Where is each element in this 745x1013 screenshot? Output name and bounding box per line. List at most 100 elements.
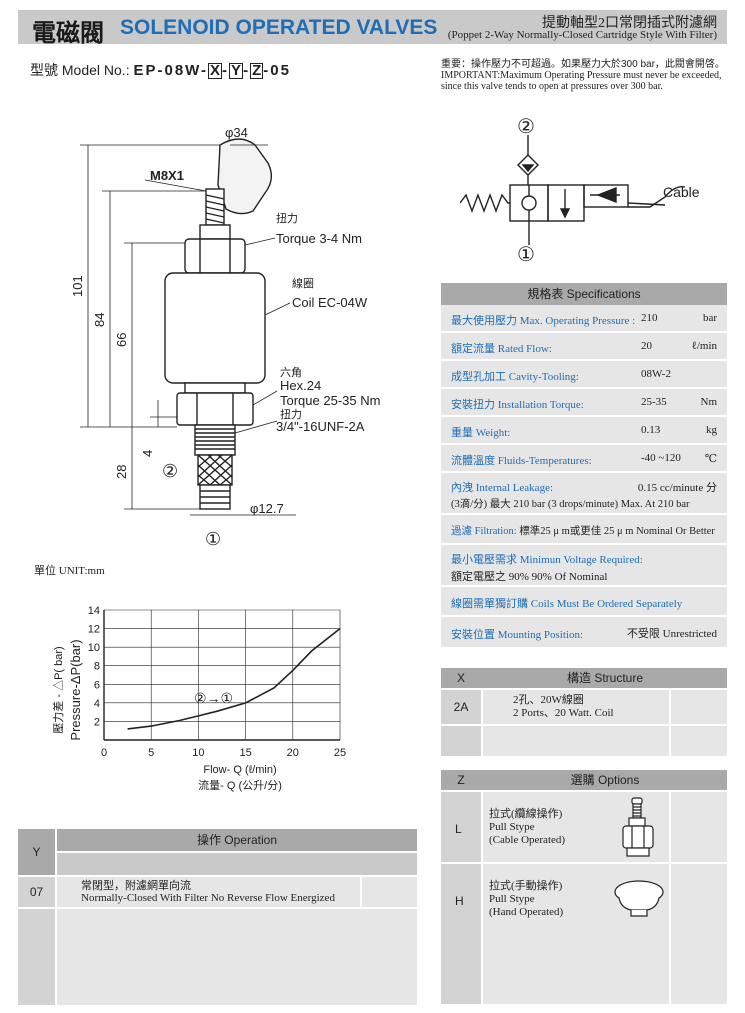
model-dash: -: [222, 62, 230, 79]
spec-row-unit: kg: [706, 424, 717, 436]
voltage-label: 最小電壓需求 Minimun Voltage Required:: [451, 554, 643, 566]
model-code: EP-08W-X-Y-Z-05: [133, 62, 290, 79]
valve-drawing: φ34 M8X1 扭力 Torque 3-4 Nm 線圈 Coil EC-04W…: [70, 125, 380, 549]
spec-row-coils: 線圈需單獨訂購 Coils Must Be Ordered Separately: [441, 587, 727, 617]
dim-84: 84: [92, 313, 107, 327]
important-en-1: IMPORTANT:Maximum Operating Pressure mus…: [441, 70, 722, 81]
options-code-col: [441, 792, 481, 1004]
spec-row-unit: ℓ/min: [691, 340, 717, 352]
chart-y-tick: 10: [88, 642, 100, 654]
dim-dia127: φ12.7: [250, 501, 284, 516]
torque-label: Torque 3-4 Nm: [276, 231, 362, 246]
chart-y-tick: 4: [94, 698, 100, 710]
option-l-en1: Pull Stype: [489, 821, 535, 833]
option-l-en2: (Cable Operated): [489, 834, 566, 846]
chart-x-label-cn: 流量- Q (公升/分): [198, 778, 282, 792]
operation-row: 07 常閉型，附濾網單向流 Normally-Closed With Filte…: [18, 877, 417, 907]
dim-4: 4: [140, 450, 155, 457]
model-dash: -: [243, 62, 251, 79]
option-l-cn: 拉式(纜線操作): [489, 808, 563, 820]
spec-row-label: 流體溫度 Fluids-Temperatures:: [451, 455, 592, 467]
chart-y-label: Pressure-ΔP(bar): [68, 639, 83, 740]
structure-desc: 2孔、20W線圈 2 Ports、20 Watt. Coil: [483, 690, 669, 724]
spec-row-unit: bar: [702, 312, 717, 324]
filtration-value: 標準25 μ m或更佳 25 μ m Nominal Or Better: [519, 526, 715, 537]
options-header: Z 選購 Options: [441, 770, 727, 790]
operation-col-title: 操作 Operation: [57, 829, 417, 851]
spec-row-value: 08W-2: [641, 368, 671, 380]
operation-code: 07: [18, 877, 55, 907]
spec-row-leakage: 內洩 Internal Leakage: 0.15 cc/minute 分 (3…: [441, 473, 727, 515]
options-col-z: Z: [457, 773, 465, 787]
options-blank-col: [671, 792, 727, 1004]
spec-row-voltage: 最小電壓需求 Minimun Voltage Required: 額定電壓之 9…: [441, 545, 727, 587]
chart-x-label: Flow- Q (ℓ/min): [203, 764, 276, 776]
thread-label: 3/4"-16UNF-2A: [276, 419, 365, 434]
spec-row-value: 210: [641, 312, 658, 324]
model-x: X: [208, 62, 223, 79]
operation-line-cn: 常閉型，附濾網單向流: [81, 880, 191, 892]
spec-row-value: 25-35: [641, 396, 667, 408]
hand-operated-icon: [614, 880, 664, 917]
hex-cn: 六角: [280, 366, 302, 379]
dim-101: 101: [70, 275, 85, 297]
option-h-code: H: [455, 894, 464, 908]
chart-y-tick: 2: [94, 716, 100, 728]
model-prefix: EP-08W-: [133, 62, 209, 79]
spec-row-label: 重量 Weight:: [451, 427, 511, 439]
option-h-en1: Pull Stype: [489, 893, 535, 905]
symbol-port-2: ②: [517, 116, 535, 138]
option-h-cn: 拉式(手動操作): [489, 880, 563, 892]
chart-flow-label: ②→①: [194, 690, 233, 706]
structure-col-title: 構造 Structure: [566, 671, 644, 685]
torque2-label: Torque 25-35 Nm: [280, 393, 380, 408]
dim-m8: M8X1: [150, 168, 184, 183]
coil-cn: 線圈: [292, 276, 314, 290]
coil-label: Coil EC-04W: [292, 295, 368, 310]
torque2-cn: 扭力: [280, 407, 302, 421]
hex-label: Hex.24: [280, 378, 321, 393]
chart-x-tick: 10: [192, 747, 204, 759]
voltage-line2: 額定電壓之 90% 90% Of Nominal: [451, 571, 608, 583]
mounting-label: 安裝位置 Mounting Position:: [451, 629, 584, 641]
important-en-2: since this valve tends to open at pressu…: [441, 81, 663, 92]
port-1-label: ①: [205, 529, 221, 549]
operation-empty-row: [18, 909, 417, 1005]
dim-dia34: φ34: [225, 125, 248, 140]
structure-line-cn: 2孔、20W線圈: [513, 694, 584, 706]
operation-col-y: Y: [18, 829, 55, 875]
model-y: Y: [229, 62, 244, 79]
structure-table: X 構造 Structure 2A 2孔、20W線圈 2 Ports、20 Wa…: [441, 668, 727, 756]
title-cn: 電磁閥: [32, 20, 104, 47]
model-z: Z: [250, 62, 264, 79]
filtration-label: 過濾 Filtration:: [451, 526, 517, 537]
specifications-table: 規格表 Specifications 最大使用壓力 Max. Operating…: [441, 283, 727, 649]
spec-row-unit: Nm: [700, 396, 718, 408]
spec-row: 成型孔加工 Cavity-Tooling:08W-2: [441, 361, 727, 389]
coils-note: 線圈需單獨訂購 Coils Must Be Ordered Separately: [451, 598, 683, 610]
operation-header: Y 操作 Operation: [18, 829, 417, 875]
structure-row: 2A 2孔、20W線圈 2 Ports、20 Watt. Coil: [441, 690, 727, 724]
operation-table: Y 操作 Operation 07 常閉型，附濾網單向流 Normally-Cl…: [18, 829, 417, 1005]
port-2-label: ②: [162, 461, 178, 481]
symbol-port-1: ①: [517, 244, 535, 265]
leakage-line2: (3滴/分) 最大 210 bar (3 drops/minute) Max. …: [451, 499, 690, 510]
spec-row-value: -40 ~120: [641, 452, 681, 464]
structure-empty-row: [441, 726, 727, 756]
chart-x-tick: 20: [287, 747, 299, 759]
subtitle-cn: 提動軸型2口常閉插式附濾網: [542, 16, 717, 31]
option-l: 拉式(纜線操作) Pull Stype (Cable Operated): [489, 808, 565, 847]
spec-header: 規格表 Specifications: [441, 283, 727, 305]
chart-y-tick: 14: [88, 605, 100, 617]
chart-x-tick: 15: [239, 747, 251, 759]
operation-line-en: Normally-Closed With Filter No Reverse F…: [81, 892, 335, 904]
structure-line-en: 2 Ports、20 Watt. Coil: [513, 707, 614, 719]
structure-col-x: X: [456, 671, 465, 685]
